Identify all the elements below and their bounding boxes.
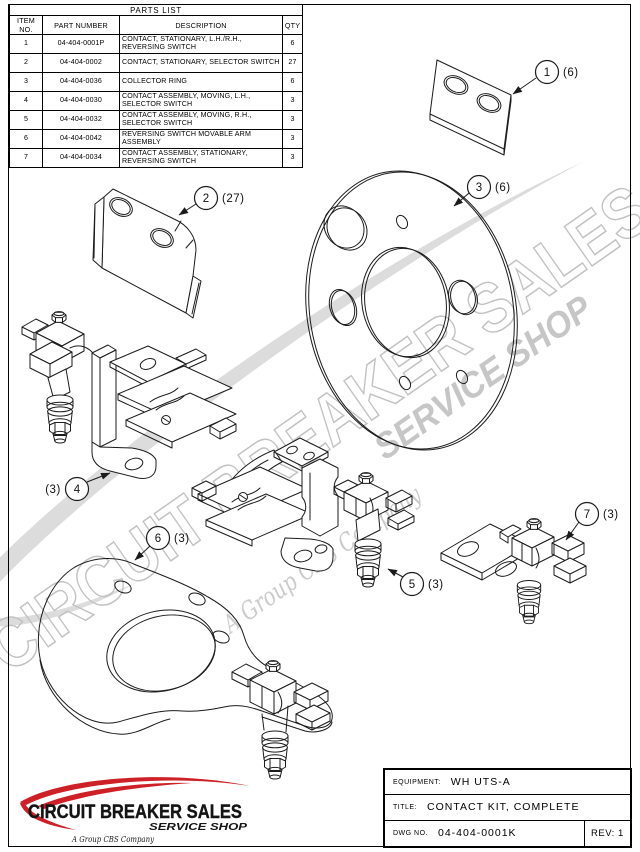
- part-number: 04-404-0042: [42, 129, 120, 149]
- qty: 3: [281, 148, 304, 168]
- callout-3: 3 (6): [453, 174, 511, 207]
- part-6-movable-arm-drawing: [37, 558, 333, 780]
- callout-2-number: 2: [203, 193, 209, 205]
- logo-swoosh-left: [20, 802, 76, 830]
- qty: 3: [281, 110, 304, 130]
- logo-swoosh-inner: [38, 782, 192, 809]
- dwg-row: DWG NO. 04-404-0001K REV: 1: [385, 820, 630, 846]
- callout-4-balloon: [64, 476, 90, 502]
- col-item-no: ITEM NO.: [9, 15, 43, 35]
- callout-6-number: 6: [155, 533, 161, 545]
- callout-6: 6 (3): [134, 525, 190, 561]
- callout-3-number: 3: [476, 182, 482, 194]
- description: REVERSING SWITCH MOVABLE ARM ASSEMBLY: [119, 129, 283, 149]
- equipment-row: EQUIPMENT: WH UTS-A: [385, 770, 630, 796]
- callout-6-qty: (3): [174, 533, 190, 545]
- callout-1: 1 (6): [512, 59, 579, 95]
- title-row: TITLE: CONTACT KIT, COMPLETE: [385, 795, 630, 821]
- callout-2: 2 (27): [178, 185, 244, 216]
- qty: 3: [281, 129, 304, 149]
- callout-7: 7 (3): [565, 501, 619, 541]
- callout-7-qty: (3): [603, 509, 619, 521]
- equipment-value: WH UTS-A: [450, 776, 511, 789]
- parts-row-3: 3 04-404-0036 COLLECTOR RING 6: [9, 72, 304, 92]
- parts-row-6: 6 04-404-0042 REVERSING SWITCH MOVABLE A…: [9, 129, 304, 149]
- part-number: 04-404-0002: [42, 53, 120, 73]
- item-no: 4: [9, 91, 43, 111]
- qty: 6: [281, 72, 304, 92]
- item-no: 3: [9, 72, 43, 92]
- parts-row-7: 7 04-404-0034 CONTACT ASSEMBLY, STATIONA…: [9, 148, 304, 168]
- callout-7-balloon: [574, 501, 600, 527]
- col-description: DESCRIPTION: [119, 15, 283, 35]
- parts-list-table: PARTS LIST ITEM NO. PART NUMBER DESCRIPT…: [8, 4, 304, 168]
- part-5-moving-contact-rh-drawing: [191, 437, 415, 588]
- description: CONTACT, STATIONARY, L.H./R.H., REVERSIN…: [119, 34, 283, 54]
- logo-swoosh-top: [20, 777, 250, 805]
- callout-1-qty: (6): [563, 67, 579, 79]
- qty: 3: [281, 91, 304, 111]
- item-no: 5: [9, 110, 43, 130]
- equipment-label: EQUIPMENT:: [393, 778, 441, 786]
- title-block: EQUIPMENT: WH UTS-A TITLE: CONTACT KIT, …: [383, 768, 632, 848]
- callout-1-balloon: [534, 59, 560, 85]
- dwg-value: 04-404-0001K: [438, 827, 517, 840]
- part-2-stationary-contact-drawing: [92, 188, 202, 319]
- callout-5-balloon: [399, 571, 425, 597]
- callout-3-qty: (6): [495, 182, 511, 194]
- part-number: 04-404-0001P: [42, 34, 120, 54]
- dwg-cell: DWG NO. 04-404-0001K: [385, 821, 584, 846]
- callout-7-number: 7: [584, 509, 590, 521]
- col-qty: QTY: [281, 15, 304, 35]
- description: CONTACT ASSEMBLY, STATIONARY, REVERSING …: [119, 148, 283, 168]
- parts-row-1: 1 04-404-0001P CONTACT, STATIONARY, L.H.…: [9, 34, 304, 54]
- part-7-stationary-contact-assembly-drawing: [440, 518, 587, 625]
- parts-row-4: 4 04-404-0030 CONTACT ASSEMBLY, MOVING, …: [9, 91, 304, 111]
- logo-subtitle: A Group CBS Company: [71, 835, 154, 844]
- item-no: 7: [9, 148, 43, 168]
- description: CONTACT ASSEMBLY, MOVING, R.H., SELECTOR…: [119, 110, 283, 130]
- callout-3-balloon: [466, 174, 492, 200]
- company-logo: CIRCUIT BREAKER SALES SERVICE SHOP A Gro…: [14, 772, 254, 852]
- dwg-label: DWG NO.: [393, 829, 428, 837]
- callout-2-balloon: [193, 185, 219, 211]
- col-part-number: PART NUMBER: [42, 15, 120, 35]
- callout-2-qty: (27): [222, 193, 244, 205]
- part-number: 04-404-0030: [42, 91, 120, 111]
- callout-1-number: 1: [544, 67, 550, 79]
- logo-name: CIRCUIT BREAKER SALES: [28, 802, 242, 823]
- callout-4-number: 4: [74, 484, 81, 496]
- item-no: 1: [9, 34, 43, 54]
- logo-tagline: SERVICE SHOP: [149, 822, 247, 833]
- part-number: 04-404-0034: [42, 148, 120, 168]
- callout-4: 4 (3): [45, 472, 111, 502]
- title-label: TITLE:: [393, 803, 418, 811]
- qty: 27: [281, 53, 304, 73]
- part-4-moving-contact-lh-drawing: [21, 311, 237, 479]
- qty: 6: [281, 34, 304, 54]
- description: COLLECTOR RING: [119, 72, 283, 92]
- callout-5-number: 5: [409, 579, 415, 591]
- watermark-swoosh-left: [0, 582, 136, 627]
- part-3-collector-ring-drawing: [305, 170, 518, 451]
- callout-4-qty: (3): [45, 484, 61, 496]
- part-number: 04-404-0032: [42, 110, 120, 130]
- description: CONTACT ASSEMBLY, MOVING, L.H., SELECTOR…: [119, 91, 283, 111]
- part-number: 04-404-0036: [42, 72, 120, 92]
- callout-5-qty: (3): [428, 579, 444, 591]
- rev-cell: REV: 1: [584, 820, 630, 846]
- callout-6-balloon: [145, 525, 171, 551]
- parts-list-title: PARTS LIST: [8, 4, 304, 16]
- callout-5: 5 (3): [387, 568, 444, 597]
- item-no: 6: [9, 129, 43, 149]
- item-no: 2: [9, 53, 43, 73]
- part-1-stationary-contact-drawing: [429, 59, 512, 156]
- parts-row-2: 2 04-404-0002 CONTACT, STATIONARY, SELEC…: [9, 53, 304, 73]
- description: CONTACT, STATIONARY, SELECTOR SWITCH: [119, 53, 283, 73]
- title-value: CONTACT KIT, COMPLETE: [427, 801, 580, 814]
- parts-row-5: 5 04-404-0032 CONTACT ASSEMBLY, MOVING, …: [9, 110, 304, 130]
